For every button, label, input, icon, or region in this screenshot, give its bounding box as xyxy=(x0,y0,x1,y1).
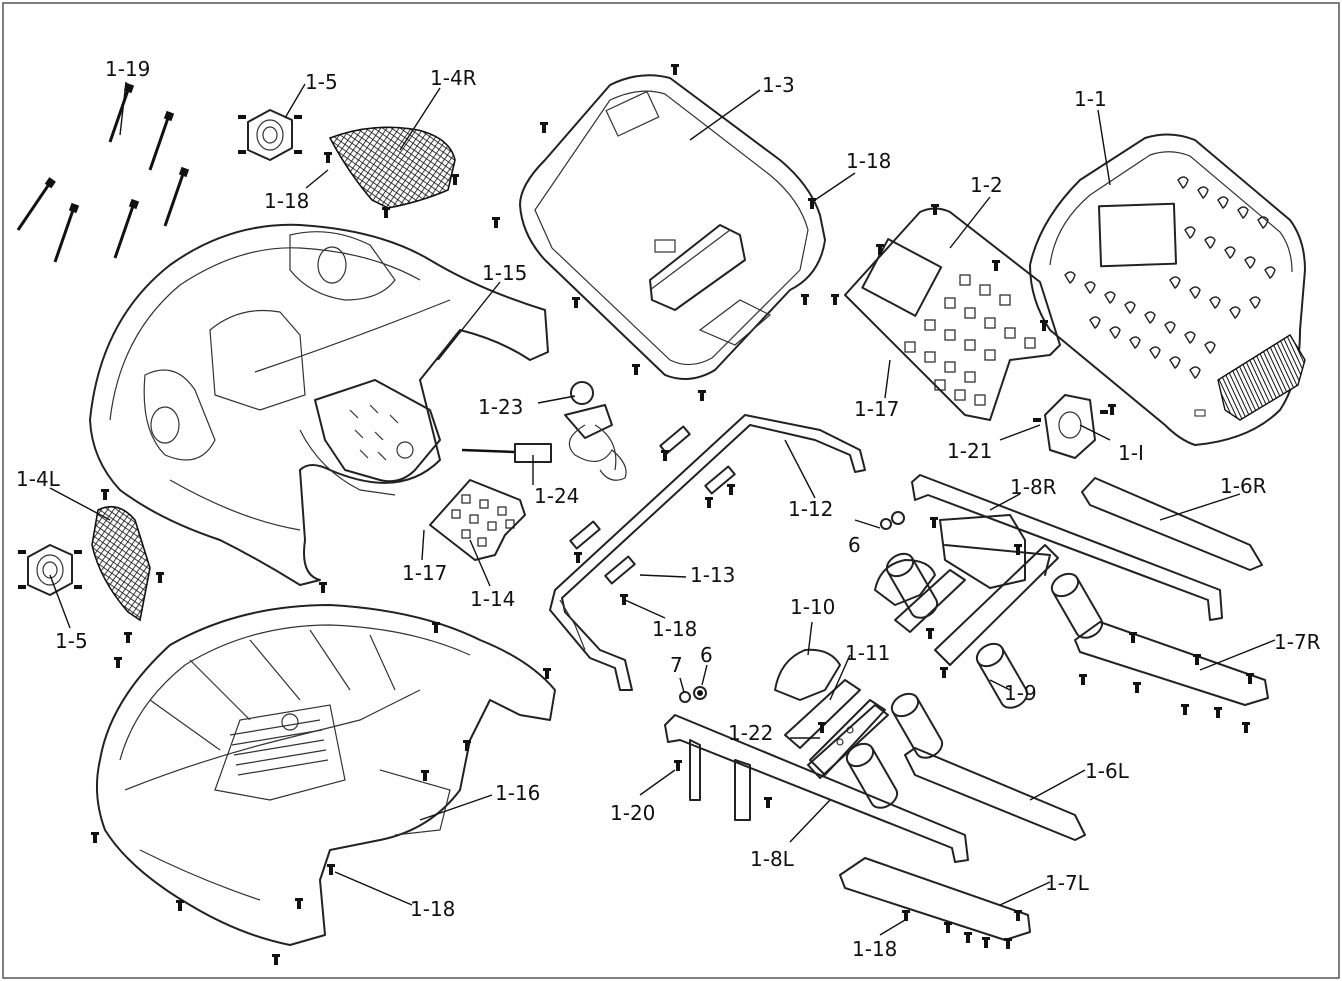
label-1-6L: 1-6L xyxy=(1085,759,1130,783)
label-1-7R: 1-7R xyxy=(1274,630,1321,654)
label-1-2: 1-2 xyxy=(970,173,1003,197)
motor-hood-1-16 xyxy=(96,604,556,946)
label-1-6R: 1-6R xyxy=(1220,474,1267,498)
membrane-panel-1-2 xyxy=(844,207,1061,421)
upright-tube-right xyxy=(934,544,1059,666)
label-1-16: 1-16 xyxy=(495,781,540,805)
end-cap-1-7R xyxy=(1074,621,1269,706)
label-6-b: 6 xyxy=(700,643,713,667)
keyboard-1-24 xyxy=(461,443,552,463)
console-shroud-1-15 xyxy=(89,223,549,586)
label-1-12: 1-12 xyxy=(788,497,833,521)
label-1-4R: 1-4R xyxy=(430,66,477,90)
label-1-18-a: 1-18 xyxy=(264,189,309,213)
speaker-1-5-bottom xyxy=(17,544,83,596)
speaker-1-5-top xyxy=(237,109,303,161)
handlebar-1-12 xyxy=(549,414,866,691)
grille-1-4R xyxy=(328,126,456,209)
upright-1-8L xyxy=(664,699,969,863)
label-1-24: 1-24 xyxy=(534,484,579,508)
part-labels: 1-19 1-5 1-4R 1-18 1-3 1-18 1-1 1-2 1-15… xyxy=(16,57,1321,961)
console-cover-1-3 xyxy=(519,74,826,380)
label-1-5-bottom: 1-5 xyxy=(55,629,88,653)
label-1-18-c: 1-18 xyxy=(652,617,697,641)
label-1-21: 1-21 xyxy=(947,439,992,463)
label-1-7L: 1-7L xyxy=(1045,871,1090,895)
washer-6-7 xyxy=(679,511,905,703)
upright-1-8R xyxy=(911,474,1223,621)
label-1-10: 1-10 xyxy=(790,595,835,619)
console-front-1-1 xyxy=(1029,133,1306,446)
speaker-1-I xyxy=(1033,394,1108,459)
end-cap-1-7L xyxy=(839,857,1031,941)
bolt-1-19-group xyxy=(16,81,191,264)
label-1-13: 1-13 xyxy=(690,563,735,587)
label-1-15: 1-15 xyxy=(482,261,527,285)
label-6-a: 6 xyxy=(848,533,861,557)
label-1-4L: 1-4L xyxy=(16,467,61,491)
grille-1-4L xyxy=(91,505,151,622)
label-1-22: 1-22 xyxy=(728,721,773,745)
label-1-8L: 1-8L xyxy=(750,847,795,871)
label-1-17-a: 1-17 xyxy=(854,397,899,421)
label-1-17-b: 1-17 xyxy=(402,561,447,585)
label-1-8R: 1-8R xyxy=(1010,475,1057,499)
upright-tube-left xyxy=(807,704,889,779)
label-1-9: 1-9 xyxy=(1004,681,1037,705)
leader-lines xyxy=(49,81,1276,936)
label-1-23: 1-23 xyxy=(478,395,523,419)
label-1-18-e: 1-18 xyxy=(410,897,455,921)
label-7: 7 xyxy=(670,653,683,677)
label-1-5-top: 1-5 xyxy=(305,70,338,94)
label-1-3: 1-3 xyxy=(762,73,795,97)
label-1-19: 1-19 xyxy=(105,57,150,81)
bracket-1-11 xyxy=(784,679,861,749)
handle-cover-1-6R xyxy=(1081,477,1263,571)
label-1-18-d: 1-18 xyxy=(852,937,897,961)
handle-cover-1-6L xyxy=(904,747,1086,841)
label-1-11: 1-11 xyxy=(845,641,890,665)
label-1-14: 1-14 xyxy=(470,587,515,611)
label-1-20: 1-20 xyxy=(610,801,655,825)
label-1-1: 1-1 xyxy=(1074,87,1107,111)
label-1-18-b: 1-18 xyxy=(846,149,891,173)
keypad-board-1-14 xyxy=(429,479,526,561)
bracket-1-11-right xyxy=(874,559,966,633)
safety-key-1-23 xyxy=(564,381,627,481)
label-1-I: 1-I xyxy=(1118,441,1144,465)
